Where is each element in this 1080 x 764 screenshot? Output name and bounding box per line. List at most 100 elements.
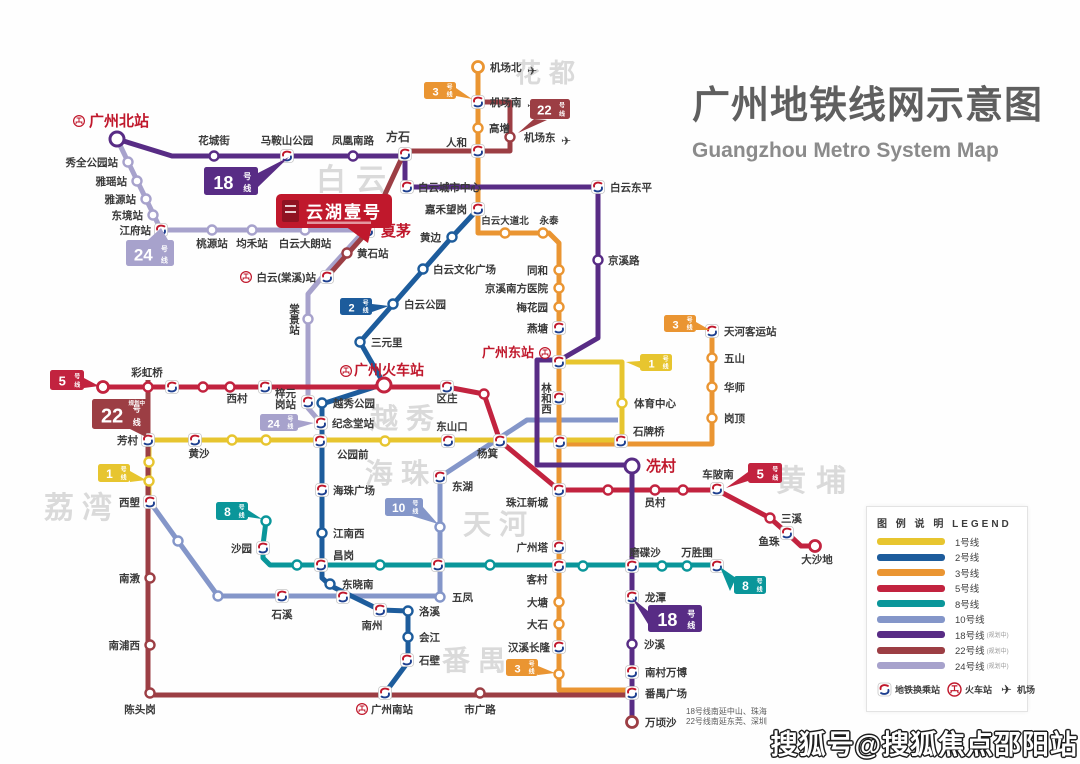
transfer-station-icon [315, 483, 329, 497]
station-marker [446, 231, 458, 243]
station-label: 岗顶 [724, 412, 745, 425]
station-marker [434, 521, 446, 533]
badge-suffix: 线 [447, 91, 453, 99]
station-marker [260, 515, 272, 527]
transfer-station-icon [625, 559, 639, 573]
railway-station-icon [239, 270, 253, 284]
district-label: 黄埔 [776, 465, 856, 498]
station-marker [374, 559, 386, 571]
station-label: 凤凰南路 [332, 134, 374, 147]
station-marker [144, 687, 156, 699]
station-label: 区庄 [437, 392, 458, 405]
line-path-24 [305, 228, 367, 425]
station-label: 燕塘 [527, 322, 548, 335]
legend-item: 18号线(规划中) [877, 631, 1017, 642]
station-label: 马鞍山公园 [261, 134, 314, 147]
badge-suffix: 线 [161, 255, 168, 264]
station-marker [402, 631, 414, 643]
station-label: 人和 [446, 136, 467, 149]
badge-suffix: 号 [772, 465, 778, 473]
transfer-station-icon [188, 433, 202, 447]
legend-item: 24号线(规划中) [877, 662, 1017, 673]
badge-suffix: 线 [243, 183, 251, 193]
badge-suffix: 线 [663, 363, 669, 371]
transfer-station-icon [625, 686, 639, 700]
badge-number: 8 [224, 505, 231, 519]
badge-number: 18 [657, 610, 677, 630]
station-marker [474, 687, 486, 699]
station-marker [706, 352, 718, 364]
station-label: 会江 [419, 631, 440, 644]
badge-number: 3 [672, 319, 678, 331]
station-marker [537, 227, 549, 239]
station-marker [626, 638, 638, 650]
station-label: 南州 [362, 619, 383, 632]
station-marker [553, 301, 565, 313]
station-marker [347, 150, 359, 162]
station-label: 东山口 [436, 420, 468, 433]
legend-color-bar [877, 600, 945, 607]
transfer-station-icon [398, 147, 412, 161]
station-label: 黄沙 [189, 447, 210, 460]
badge-suffix: 线 [133, 417, 141, 427]
legend-color-bar [877, 631, 945, 638]
station-marker [764, 512, 776, 524]
legend-symbol-label: 机场 [1017, 684, 1036, 695]
badge-suffix: 号 [239, 504, 245, 512]
transfer-station-icon [552, 321, 566, 335]
airport-icon: ✈ [1001, 682, 1012, 697]
station-marker [499, 227, 511, 239]
station-label: 方石 [386, 129, 410, 144]
station-label: 大沙地 [801, 553, 833, 566]
legend-item-label: 22号线 [955, 646, 985, 657]
station-marker [677, 484, 689, 496]
transfer-station-icon [275, 589, 289, 603]
station-label: 大塘 [527, 596, 548, 609]
badge-suffix: 号 [757, 578, 763, 586]
station-marker [553, 282, 565, 294]
station-label: 越秀公园 [332, 397, 375, 410]
legend-item-label: 2号线 [955, 553, 980, 564]
station-marker [402, 605, 414, 617]
badge-suffix: 号 [559, 101, 565, 109]
station-label: 昌岗 [333, 549, 354, 562]
line-path-5 [446, 384, 561, 492]
station-marker [206, 224, 218, 236]
badge-number: 1 [648, 358, 654, 370]
badge-suffix: 线 [74, 381, 80, 389]
station-label: 梅花园 [517, 301, 549, 314]
transfer-station-icon [431, 558, 445, 572]
station-marker [592, 254, 604, 266]
station-label: 南村万博 [645, 666, 687, 679]
line-path-3 [559, 331, 715, 447]
station-marker [706, 412, 718, 424]
district-label: 越秀 [370, 403, 442, 434]
railway-station-icon [538, 346, 552, 360]
station-label: 公园前 [337, 448, 369, 461]
station-label: 南浦西 [109, 639, 141, 652]
badge-suffix: 线 [287, 423, 293, 431]
transfer-station-icon [710, 559, 724, 573]
legend-symbol-label: 地铁换乘站 [895, 684, 941, 695]
legend-color-bar [877, 615, 945, 623]
legend-item: 1号线 [877, 538, 1017, 549]
line-path-18 [534, 187, 635, 722]
station-marker [246, 224, 258, 236]
station-label: 番禺广场 [644, 687, 687, 700]
station-label: 雅源站 [105, 193, 137, 206]
station-marker [434, 591, 446, 603]
badge-number: 2 [348, 302, 354, 314]
legend-symbol-plane: ✈ 机场 [999, 682, 1035, 697]
badge-number: 22 [537, 103, 551, 118]
station-label: 三溪 [781, 512, 802, 525]
station-marker [387, 298, 399, 310]
badge-number: 18 [213, 173, 233, 193]
station-marker [143, 475, 155, 487]
